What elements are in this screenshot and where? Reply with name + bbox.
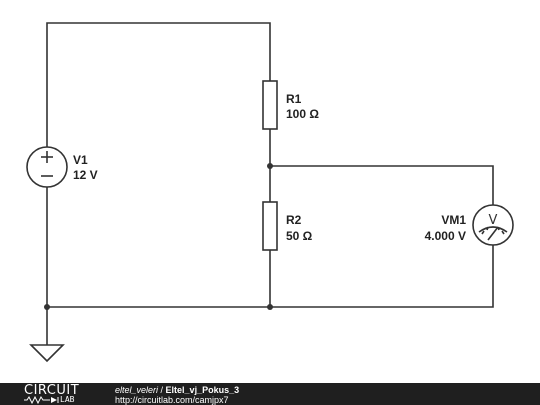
circuitlab-logo[interactable]: CIRCUIT LAB	[24, 383, 94, 405]
credit-block: eltel_veleri / Eltel_vj_Pokus_3 http://c…	[115, 385, 239, 405]
voltmeter-tick-1	[481, 230, 485, 235]
logo-top-text: CIRCUIT	[24, 383, 80, 398]
v1-name-label: V1	[73, 153, 88, 167]
node-mid[interactable]	[267, 163, 273, 169]
voltmeter-tick-4	[501, 230, 505, 235]
voltmeter-needle	[487, 226, 499, 241]
r1-value-label: 100 Ω	[286, 107, 319, 121]
voltage-source-v1[interactable]	[26, 146, 68, 188]
resistor-logo-icon	[24, 395, 50, 405]
circuit-title[interactable]: Eltel_vj_Pokus_3	[165, 385, 240, 395]
voltmeter-tick-2	[486, 226, 489, 231]
diode-logo-icon	[51, 397, 59, 403]
logo-bottom-text: LAB	[60, 395, 75, 404]
wire-top-left	[46, 22, 271, 147]
wires	[46, 22, 494, 345]
node-bottom-left[interactable]	[44, 304, 50, 310]
circuit-schematic: V1 12 V R1 100 Ω R2 50 Ω V VM1 4.000 V	[26, 22, 514, 363]
credit-separator: /	[158, 385, 166, 395]
resistor-r2[interactable]	[262, 201, 278, 251]
voltmeter-tick-3	[497, 226, 500, 231]
logo-bottom-row: LAB	[24, 395, 75, 405]
credit-line: eltel_veleri / Eltel_vj_Pokus_3	[115, 385, 239, 395]
ground-symbol[interactable]	[29, 344, 65, 363]
vm1-name-label: VM1	[441, 213, 466, 227]
footer-bar: CIRCUIT LAB eltel_veleri / Eltel_vj_Poku…	[0, 383, 540, 405]
voltmeter-symbol: V	[489, 213, 498, 228]
vm1-value-label: 4.000 V	[425, 229, 466, 243]
voltmeter-vm1[interactable]: V	[472, 204, 514, 246]
author-link[interactable]: eltel_veleri	[115, 385, 159, 395]
r1-name-label: R1	[286, 92, 302, 106]
voltmeter-scale-arc	[478, 226, 508, 233]
resistor-r1[interactable]	[262, 80, 278, 130]
node-bottom-mid[interactable]	[267, 304, 273, 310]
r2-value-label: 50 Ω	[286, 229, 313, 243]
voltmeter-icon	[472, 204, 514, 246]
circuit-url[interactable]: http://circuitlab.com/camjpx7	[115, 395, 229, 405]
wire-meter-bottom	[47, 245, 494, 308]
r2-name-label: R2	[286, 213, 302, 227]
voltage-source-icon	[26, 146, 68, 188]
v1-value-label: 12 V	[73, 168, 98, 182]
wire-mid-to-meter	[270, 165, 494, 205]
